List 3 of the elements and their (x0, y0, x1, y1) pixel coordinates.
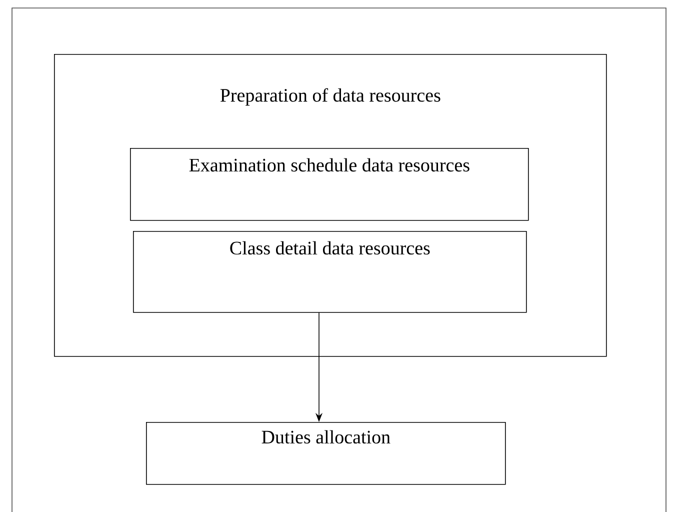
process-box: Examination schedule data resources (130, 148, 529, 221)
process-box: Class detail data resources (133, 230, 527, 313)
process-box: Duties allocation (146, 422, 506, 485)
